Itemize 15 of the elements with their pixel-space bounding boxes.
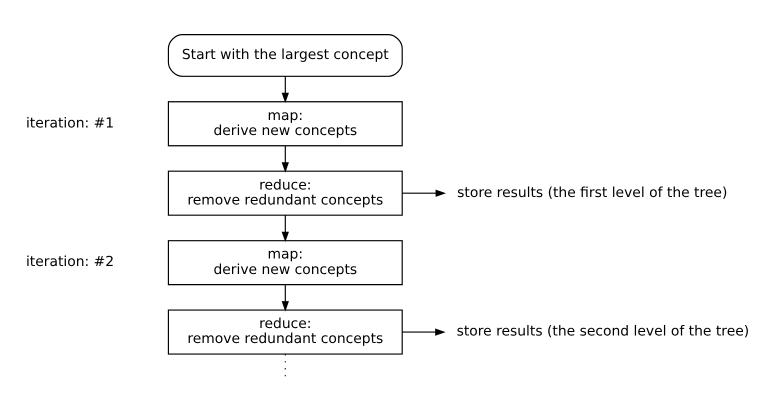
node-text: store results (the second level of the tree) [456, 323, 750, 340]
node-box: map: derive new concepts [168, 100, 403, 146]
node-box: Start with the largest concept [168, 34, 403, 76]
arrow [402, 189, 446, 196]
node-box: reduce: remove redundant concepts [168, 170, 403, 216]
node-box: reduce: remove redundant concepts [168, 309, 403, 354]
arrow [282, 145, 289, 172]
arrow [402, 328, 446, 336]
node-text: store results (the first level of the tree) [457, 184, 728, 200]
node-box: map: derive new concepts [168, 240, 403, 285]
arrow [282, 76, 289, 103]
arrow [282, 214, 289, 242]
arrow [282, 284, 289, 312]
label: iteration: #1 [26, 114, 114, 131]
label: iteration: #2 [26, 254, 114, 270]
